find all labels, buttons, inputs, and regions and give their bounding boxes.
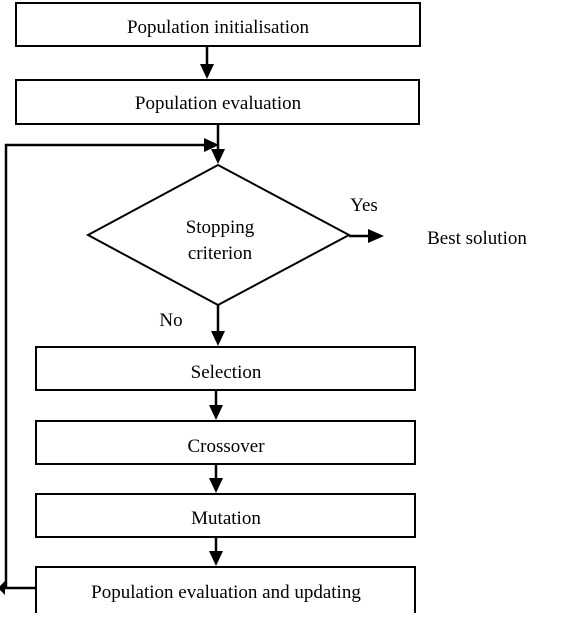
selection-node: Selection [35,346,416,391]
selection-box [35,346,416,391]
arrow-eval-to-decision [211,124,225,164]
yes-label: Yes [350,195,378,216]
crossover-box [35,420,416,465]
population-initialisation-box [15,2,421,47]
crossover-node: Crossover [35,420,416,465]
arrow-mutation-to-update [209,537,223,566]
arrow-crossover-to-mutation-head [209,478,223,493]
population-update-node: Population evaluation and updating [35,566,416,618]
feedback-loop-tail-head [0,581,5,595]
arrow-selection-to-crossover-head [209,405,223,420]
feedback-loop-head [204,138,219,152]
stopping-criterion-label-line1: Stopping [186,217,255,238]
crossover-label: Crossover [187,436,265,457]
selection-label: Selection [191,362,262,383]
mutation-node: Mutation [35,493,416,538]
population-update-box [35,566,416,618]
yes-arrow-head [368,229,384,243]
no-branch: No [159,305,225,346]
arrow-init-to-eval [200,46,214,79]
arrow-eval-to-decision-head [211,149,225,164]
stopping-criterion-label-line2: criterion [188,243,253,264]
feedback-loop-arrow [0,138,219,595]
population-initialisation-label: Population initialisation [127,17,310,38]
arrow-mutation-to-update-head [209,551,223,566]
arrow-crossover-to-mutation [209,464,223,493]
no-label: No [159,310,182,331]
feedback-loop-line [4,143,204,590]
best-solution-label: Best solution [427,228,527,249]
no-arrow-head [211,331,225,346]
mutation-box [35,493,416,538]
population-evaluation-label: Population evaluation [135,93,302,114]
population-initialisation-node: Population initialisation [15,2,421,47]
stopping-criterion-node: Stopping criterion [85,163,352,307]
population-update-label: Population evaluation and updating [91,582,361,603]
arrow-selection-to-crossover [209,390,223,420]
mutation-label: Mutation [191,508,261,529]
population-evaluation-node: Population evaluation [15,79,420,125]
yes-branch: Yes Best solution [349,195,527,249]
population-evaluation-box [15,79,420,125]
arrow-init-to-eval-head [200,64,214,79]
